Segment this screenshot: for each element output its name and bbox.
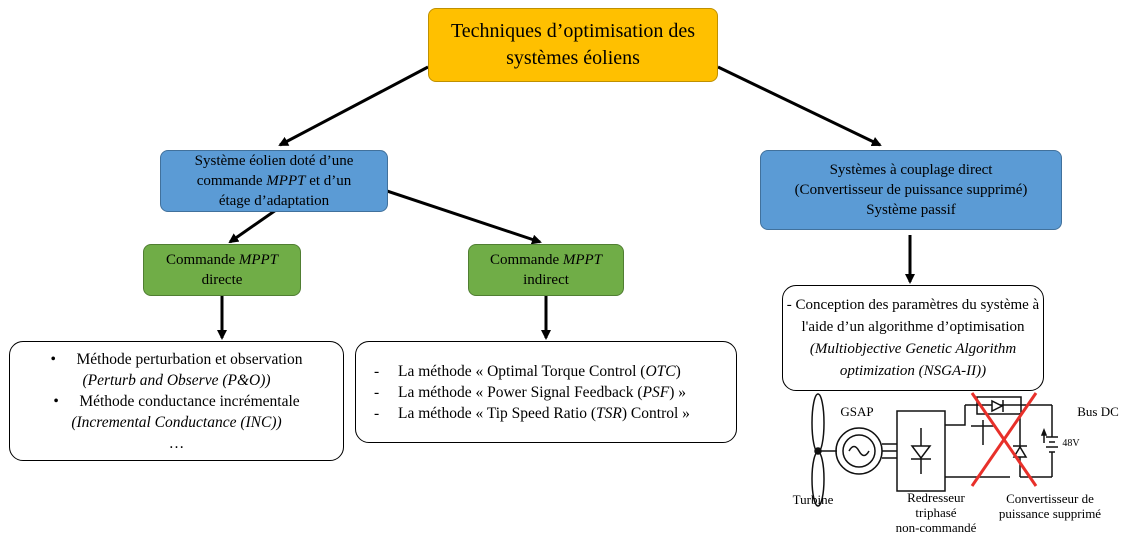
bus-dc-label: Bus DC [1077, 404, 1119, 419]
turbine-label: Turbine [792, 492, 834, 507]
arrow-root-to-direct-coupling [717, 65, 882, 147]
optimization-line3: (Multiobjective Genetic Algorithm [809, 341, 1017, 357]
indirect-method-otc: -La méthode « Optimal Torque Control (OT… [374, 362, 681, 380]
indirect-methods-box: -La méthode « Optimal Torque Control (OT… [355, 341, 737, 443]
indirect-mppt-line2: indirect [523, 272, 569, 288]
root-node: Techniques d’optimisation des systèmes é… [428, 8, 718, 82]
optimization-box: - Conception des paramètres du système à… [782, 285, 1044, 391]
indirect-mppt-node: Commande MPPT indirect [468, 244, 624, 296]
battery-icon [1020, 405, 1058, 478]
indirect-mppt-line1: Commande MPPT [489, 252, 603, 268]
mppt-system-line1: Système éolien doté d’une [194, 153, 354, 169]
direct-coupling-line1: Systèmes à couplage direct [829, 162, 993, 178]
root-title-line2: systèmes éoliens [506, 47, 640, 69]
voltage-label: 48V [1062, 438, 1080, 449]
turbine-blades-icon [811, 393, 837, 507]
direct-mppt-node: Commande MPPT directe [143, 244, 301, 296]
direct-method-item2: •Méthode conductance incrémentale [53, 392, 300, 410]
mppt-system-line3: étage d’adaptation [218, 193, 330, 209]
removed-cross-icon [970, 392, 1038, 487]
gsap-label: GSAP [840, 404, 874, 419]
wind-turbine-circuit [811, 393, 1058, 507]
indirect-method-psf: -La méthode « Power Signal Feedback (PSF… [374, 383, 686, 401]
direct-mppt-line1: Commande MPPT [165, 252, 279, 268]
direct-method-ellipsis: … [168, 434, 185, 452]
direct-method-item2-sub: (Incremental Conductance (INC)) [71, 413, 282, 431]
optimization-line4: optimization (NSGA-II)) [839, 363, 987, 379]
converter-label: Convertisseur de puissance supprimé [998, 491, 1102, 521]
arrow-mppt-to-direct [228, 208, 277, 244]
converter-icon [971, 396, 1028, 477]
arrow-root-to-mppt-system [278, 65, 429, 147]
optimization-line1: - Conception des paramètres du système à [786, 297, 1040, 313]
mppt-system-node: Système éolien doté d’une commande MPPT … [160, 150, 388, 212]
optimization-line2: l'aide d’un algorithme d’optimisation [801, 319, 1025, 335]
direct-coupling-node: Systèmes à couplage direct (Convertisseu… [760, 150, 1062, 230]
arrow-mppt-to-indirect [359, 180, 542, 245]
direct-method-item1-sub: (Perturb and Observe (P&O)) [82, 371, 271, 389]
rectifier-label: Redresseur triphasé non-commandé [895, 490, 977, 534]
direct-coupling-line3: Système passif [866, 202, 956, 218]
direct-method-item1: •Méthode perturbation et observation [50, 350, 303, 368]
direct-methods-box: •Méthode perturbation et observation (Pe… [9, 341, 344, 461]
generator-icon [835, 427, 883, 475]
direct-mppt-line2: directe [201, 272, 243, 288]
rectifier-icon [896, 410, 946, 492]
mppt-system-line2: commande MPPT et d’un [196, 173, 352, 189]
root-title-line1: Techniques d’optimisation des [450, 20, 696, 42]
direct-coupling-line2: (Convertisseur de puissance supprimé) [794, 182, 1028, 198]
indirect-method-tsr: -La méthode « Tip Speed Ratio (TSR) Cont… [374, 404, 690, 422]
